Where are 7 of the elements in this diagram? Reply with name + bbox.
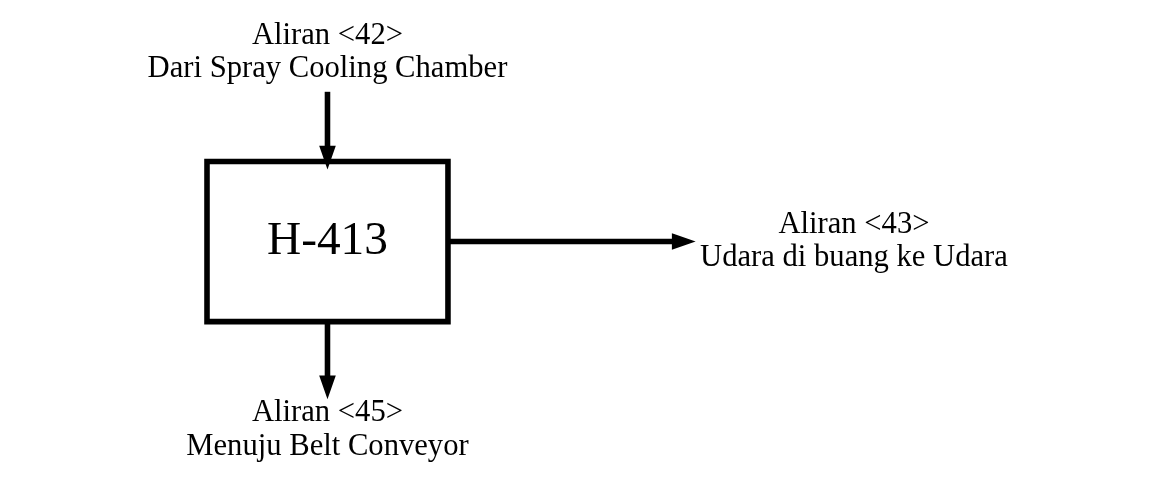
arrow (319, 321, 336, 400)
node-text: Aliran <45> Menuju Belt Conveyor (186, 394, 469, 462)
node-text: Aliran <43> Udara di buang ke Udara (700, 205, 1008, 274)
node-text: Aliran <42> Dari Spray Cooling Chamber (147, 16, 508, 85)
node-box: H-413 (204, 158, 451, 325)
arrow (319, 91, 336, 170)
arrow (448, 233, 696, 250)
